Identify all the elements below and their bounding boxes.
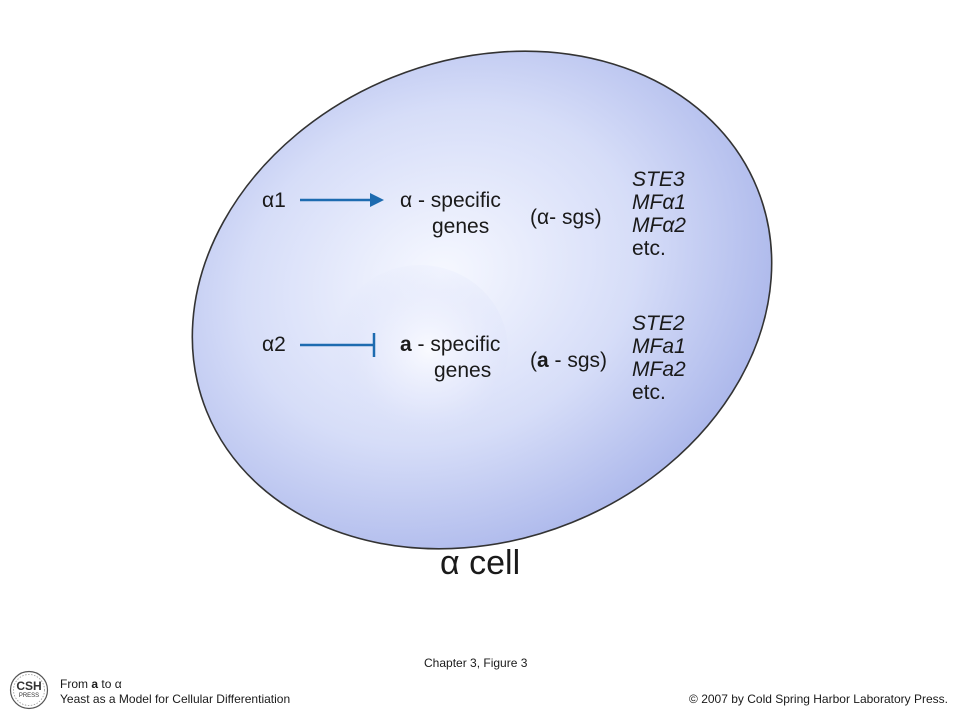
a-genes-word: genes (434, 359, 492, 382)
a-gene-list: STE2 MFa1 MFa2 etc. (632, 312, 686, 404)
gene-ste2: STE2 (632, 312, 685, 335)
book-from: From (60, 677, 88, 691)
gene-mfalpha2: MFα2 (632, 214, 686, 237)
gene-mfalpha1: MFα1 (632, 191, 686, 214)
a-symbol: a (400, 333, 412, 356)
sgs-rest: - sgs) (548, 349, 608, 372)
book-subtitle: Yeast as a Model for Cellular Differenti… (60, 692, 291, 706)
a-specific-genes-label: a - specific (400, 333, 500, 356)
alpha-genes-word: genes (432, 215, 490, 238)
csh-press-logo: CSH PRESS (9, 670, 49, 710)
alpha-sgs-abbrev: (α- sgs) (530, 206, 602, 229)
csh-logo-icon (9, 670, 49, 710)
figure-caption: Chapter 3, Figure 3 (424, 656, 528, 670)
regulator-alpha2: α2 (262, 333, 286, 356)
cell-label-word: cell (469, 544, 521, 582)
specific-text: - specific (417, 189, 501, 212)
gene-ste3: STE3 (632, 168, 685, 191)
a-sgs-abbrev: (a - sgs) (530, 349, 607, 372)
alpha-specific-genes-label: α - specific (400, 189, 501, 212)
logo-text-csh: CSH (16, 679, 42, 693)
copyright: © 2007 by Cold Spring Harbor Laboratory … (689, 692, 948, 706)
activation-arrowhead (370, 193, 384, 207)
logo-text-press: PRESS (18, 693, 40, 699)
gene-etc: etc. (632, 237, 666, 260)
paren-open: ( (530, 349, 537, 372)
book-a: a (91, 677, 99, 691)
nucleus (332, 265, 508, 435)
alpha-symbol: α (400, 189, 413, 212)
book-title: From a to α (60, 677, 122, 691)
a-bold: a (537, 349, 549, 372)
regulator-alpha1: α1 (262, 189, 286, 212)
alpha-gene-list: STE3 MFα1 MFα2 etc. (632, 168, 686, 260)
gene-mfa2: MFa2 (632, 358, 686, 381)
cell-label-greek: α (440, 544, 460, 582)
gene-etc-2: etc. (632, 381, 666, 404)
cell-type-label: α cell (440, 544, 520, 583)
specific-text: - specific (411, 333, 501, 356)
book-to: to α (101, 677, 122, 691)
gene-mfa1: MFa1 (632, 335, 686, 358)
